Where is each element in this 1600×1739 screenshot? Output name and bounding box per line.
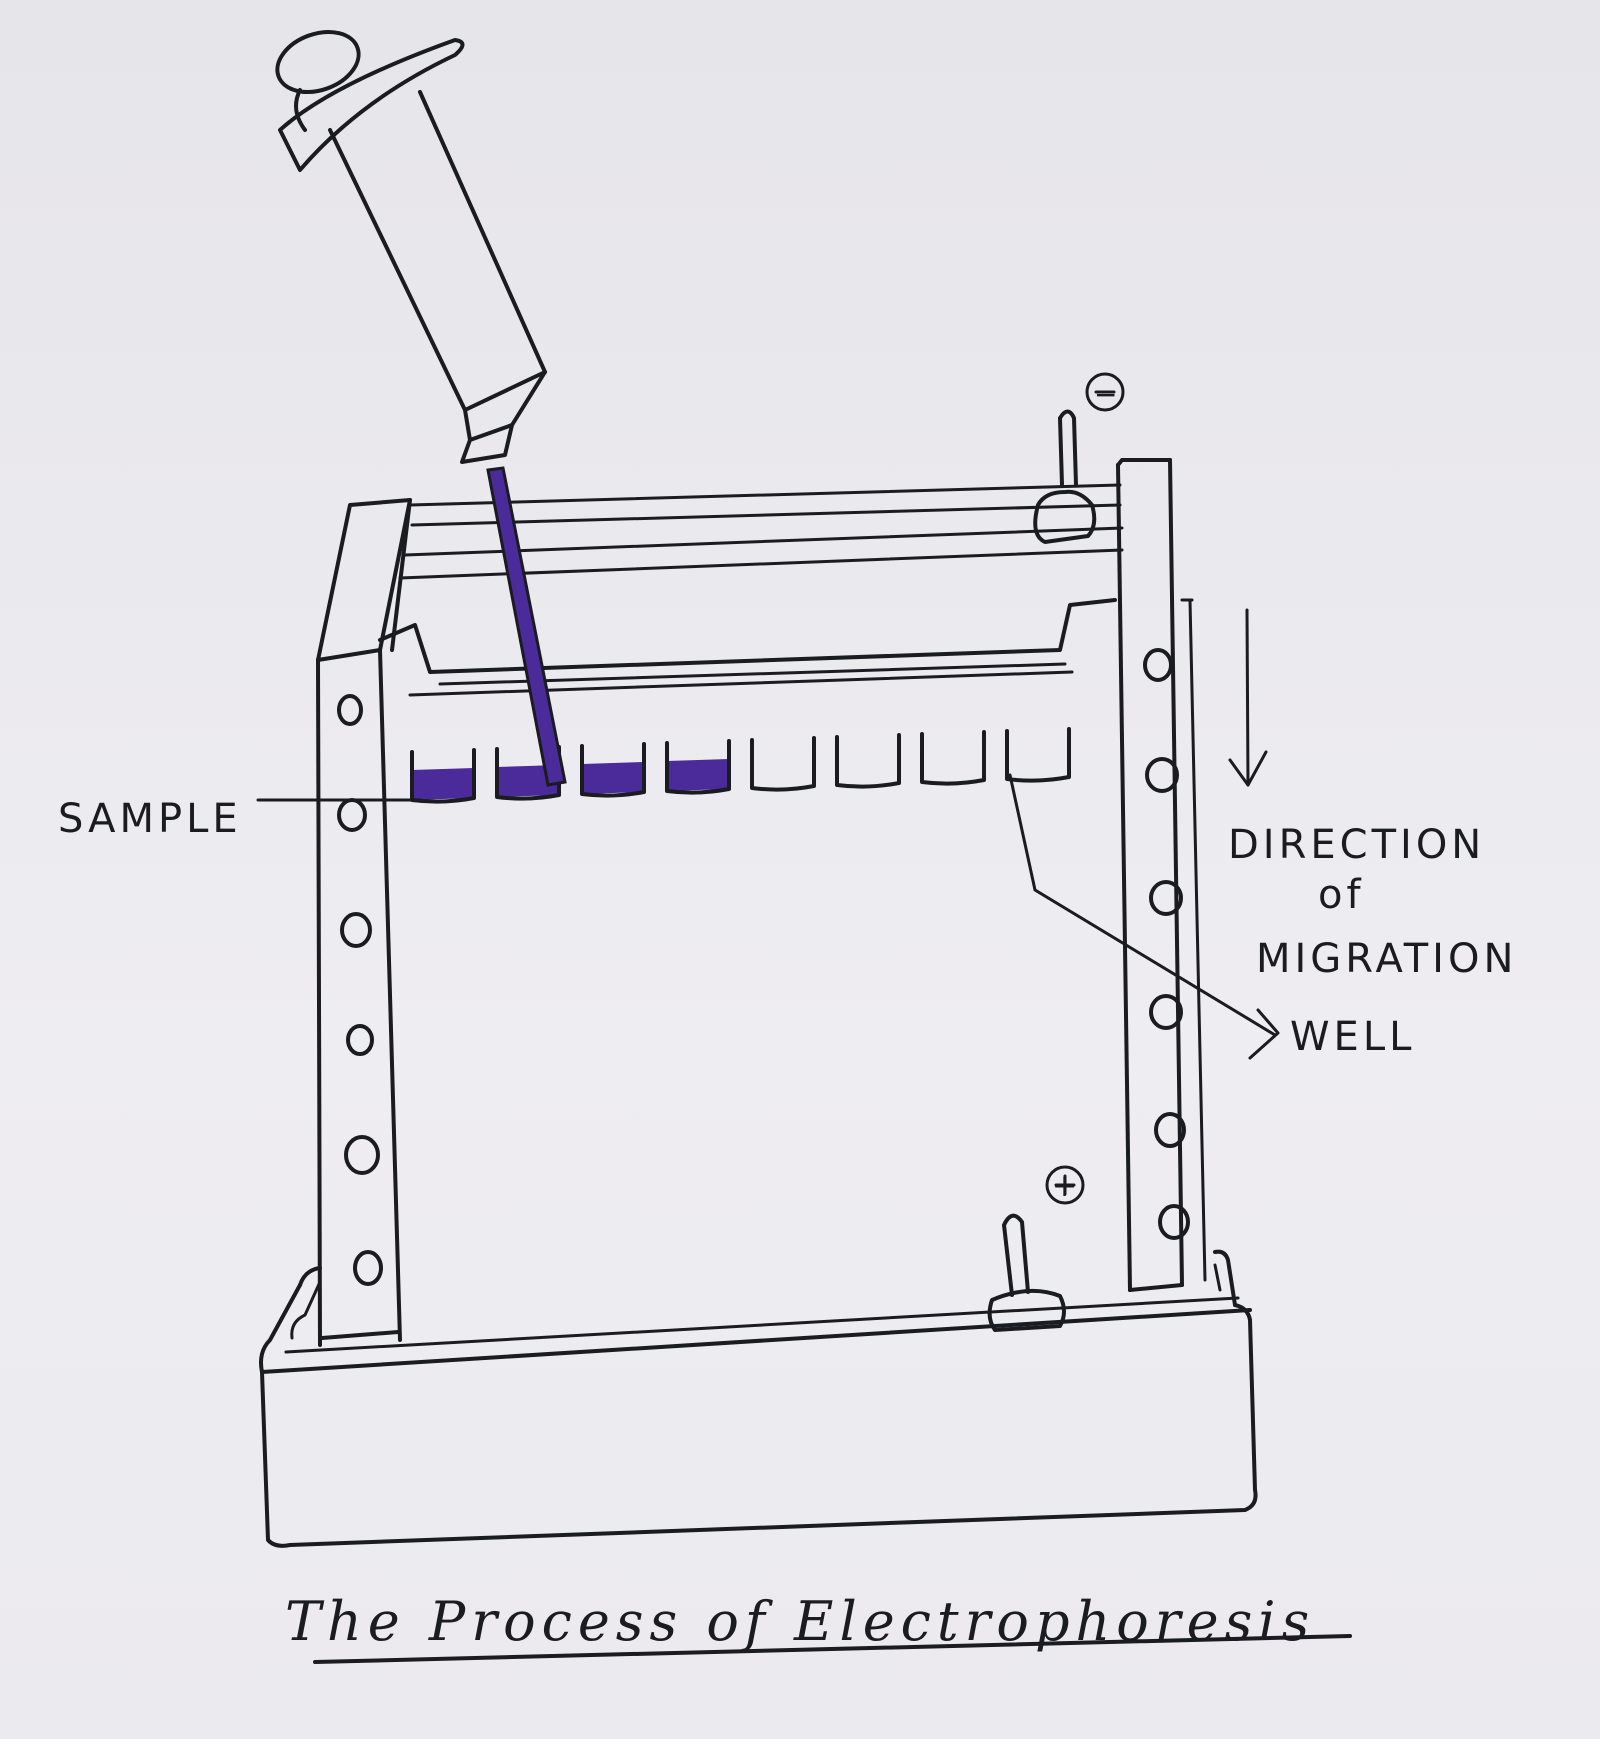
direction-label-line2: of bbox=[1318, 872, 1365, 918]
well bbox=[1005, 727, 1071, 783]
negative-electrode bbox=[1033, 372, 1125, 544]
annotation-lines bbox=[256, 608, 1280, 1060]
direction-label-line3: MIGRATION bbox=[1256, 936, 1517, 982]
right-pillar-holes bbox=[1143, 648, 1190, 1240]
pipette bbox=[275, 30, 567, 787]
left-pillar-holes bbox=[337, 694, 383, 1286]
diagram-title: The Process of Electrophoresis bbox=[285, 1590, 1315, 1653]
well bbox=[580, 742, 646, 798]
well-sample-fill bbox=[412, 768, 474, 800]
well-sample-fill bbox=[497, 765, 559, 797]
sample-label: SAMPLE bbox=[58, 796, 242, 842]
left-support-pillar bbox=[316, 498, 412, 1347]
positive-sign: + bbox=[1052, 1169, 1081, 1204]
well bbox=[750, 736, 816, 792]
well-sample-fill bbox=[582, 762, 644, 794]
buffer-tray bbox=[259, 1249, 1258, 1548]
well bbox=[665, 739, 731, 795]
well bbox=[495, 745, 561, 801]
negative-sign: − bbox=[1094, 378, 1121, 411]
well-sample-fill bbox=[667, 759, 729, 791]
well bbox=[835, 733, 901, 789]
well-label: WELL bbox=[1290, 1014, 1415, 1060]
sample-wells bbox=[410, 727, 1071, 804]
right-support-pillar bbox=[1116, 458, 1207, 1292]
positive-electrode bbox=[987, 1165, 1085, 1332]
direction-label-line1: DIRECTION bbox=[1228, 822, 1485, 868]
title-underline bbox=[313, 1634, 1352, 1664]
gel-comb-edge bbox=[378, 598, 1117, 697]
well bbox=[920, 730, 986, 786]
